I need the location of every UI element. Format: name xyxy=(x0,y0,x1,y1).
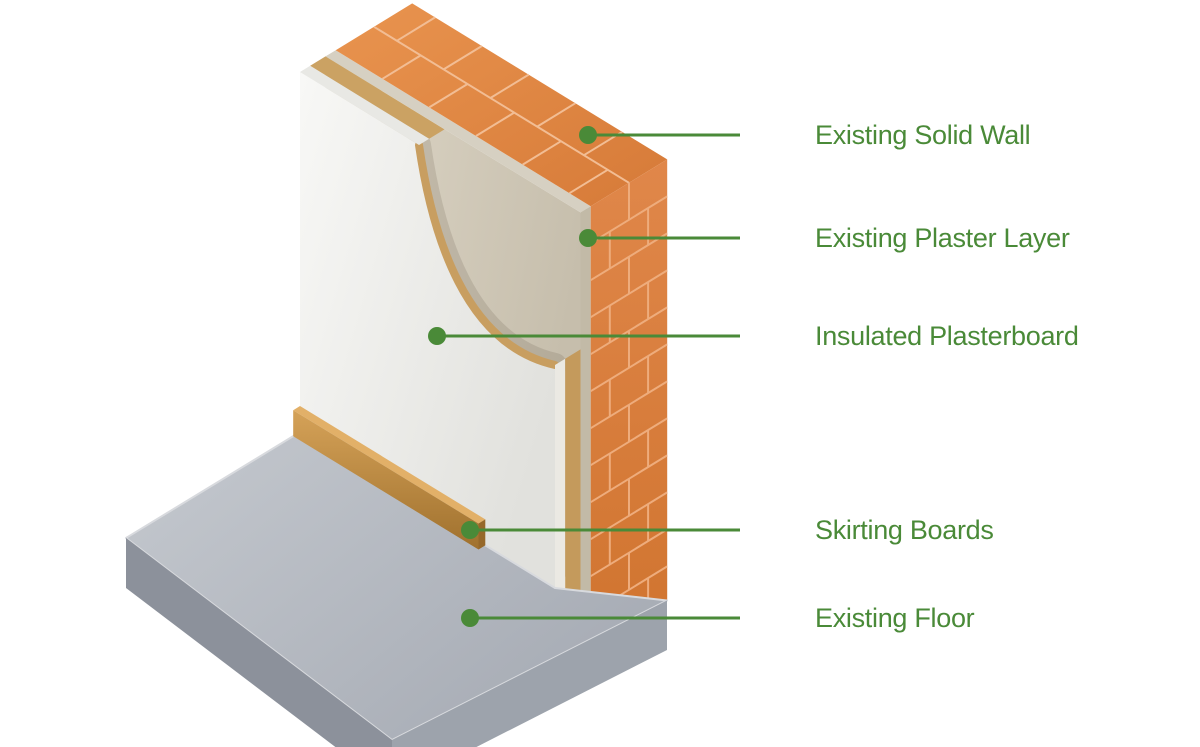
label-text: Skirting Boards xyxy=(815,515,994,545)
label-existing-plaster-layer: Existing Plaster Layer xyxy=(579,223,1070,253)
brick-top-joints xyxy=(373,16,630,195)
plasterboard-top-edge xyxy=(300,65,430,145)
floor-front-right-face xyxy=(392,600,667,747)
existing-floor xyxy=(125,431,668,747)
label-text: Existing Solid Wall xyxy=(815,120,1030,150)
leader-dot xyxy=(428,327,446,345)
skirting-front-face xyxy=(293,410,479,550)
insulation-end-edge xyxy=(565,349,581,596)
floor-top-face xyxy=(125,431,668,741)
label-text: Existing Floor xyxy=(815,603,975,633)
plaster-end-edge xyxy=(580,206,591,600)
leader-dot xyxy=(579,126,597,144)
labels: Existing Solid Wall Existing Plaster Lay… xyxy=(428,120,1079,633)
floor-front-left-face xyxy=(126,538,392,747)
leader-dot xyxy=(461,521,479,539)
label-text: Insulated Plasterboard xyxy=(815,321,1079,351)
label-skirting-boards: Skirting Boards xyxy=(461,515,994,545)
skirting-end-face xyxy=(478,519,486,550)
leader-dot xyxy=(461,609,479,627)
skirting-top-face xyxy=(293,406,486,524)
insulation-cut-edge xyxy=(415,141,559,369)
label-text: Existing Plaster Layer xyxy=(815,223,1070,253)
label-existing-floor: Existing Floor xyxy=(461,603,975,633)
plasterboard-end-edge xyxy=(555,358,566,596)
label-insulated-plasterboard: Insulated Plasterboard xyxy=(428,321,1079,351)
skirting-board xyxy=(293,406,486,550)
insulation-top-edge xyxy=(310,56,445,139)
leader-dot xyxy=(579,229,597,247)
plaster-top-edge xyxy=(325,50,591,213)
label-existing-solid-wall: Existing Solid Wall xyxy=(579,120,1031,150)
